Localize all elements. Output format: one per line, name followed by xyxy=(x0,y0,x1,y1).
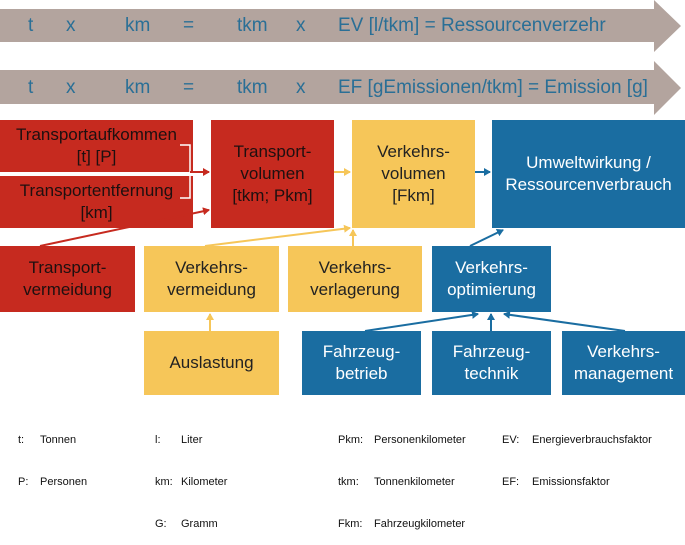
arrow-verkehrsoptimierung xyxy=(469,229,504,247)
formula-token: km xyxy=(125,15,151,36)
box-verkehrsverlagerung: Verkehrs- verlagerung xyxy=(288,246,422,312)
legend-key: tkm: xyxy=(338,476,359,488)
formula-token: = xyxy=(183,15,195,36)
legend-value: Energieverbrauchsfaktor xyxy=(532,434,652,446)
formula-arrow-2 xyxy=(0,61,681,115)
legend-value: Personen xyxy=(40,476,88,488)
legend-col-4: EV: Energieverbrauchsfaktor EF: Emissionsf… xyxy=(502,405,652,503)
legend-col-3: Pkm: Personenkilometer tkm: Tonnenkilomete… xyxy=(338,405,466,545)
formula-token: = xyxy=(183,77,195,98)
arrow-fahrzeugbetrieb xyxy=(364,310,479,332)
formula-token: x xyxy=(66,15,76,36)
box-transportentfernung: Transportentfernung [km] xyxy=(0,176,193,228)
legend-value: Fahrzeugkilometer xyxy=(374,518,466,530)
formula-token: km xyxy=(125,77,151,98)
arrow-verkehrsmanagement xyxy=(503,310,626,332)
legend-value: Tonnenkilometer xyxy=(374,476,455,488)
legend-value: Personenkilometer xyxy=(374,434,466,446)
legend-key: km: xyxy=(155,476,173,488)
formula-token: x xyxy=(296,77,306,98)
legend-value: Liter xyxy=(181,434,203,446)
formula-arrow-1 xyxy=(0,0,681,52)
arrow-verkehrsvermeidung xyxy=(204,224,351,247)
legend-value: Tonnen xyxy=(40,434,77,446)
legend-key: Fkm: xyxy=(338,518,363,530)
legend-key: l: xyxy=(155,434,161,446)
legend-key: EV: xyxy=(502,434,520,446)
box-fahrzeugtechnik: Fahrzeug- technik xyxy=(432,331,551,395)
box-auslastung: Auslastung xyxy=(144,331,279,395)
formula-token: t xyxy=(28,15,34,36)
legend-key: EF: xyxy=(502,476,520,488)
formula-token: x xyxy=(66,77,76,98)
legend-value: Gramm xyxy=(181,518,218,530)
box-umweltwirkung: Umweltwirkung / Ressourcenverbrauch xyxy=(492,120,685,228)
legend-value: Emissionsfaktor xyxy=(532,476,610,488)
box-verkehrsvermeidung: Verkehrs- vermeidung xyxy=(144,246,279,312)
legend-key: P: xyxy=(18,476,29,488)
formula-token: EV [l/tkm] = Ressourcenverzehr xyxy=(338,15,606,36)
legend-col-1: t: Tonnen P: Personen xyxy=(18,405,87,503)
formula-token: tkm xyxy=(237,77,268,98)
formula-arrow-shapes xyxy=(0,0,681,115)
box-fahrzeugbetrieb: Fahrzeug- betrieb xyxy=(302,331,421,395)
box-verkehrsmanagement: Verkehrs- management xyxy=(562,331,685,395)
formula-token: t xyxy=(28,77,34,98)
legend-value: Kilometer xyxy=(181,476,228,488)
box-transportvermeidung: Transport- vermeidung xyxy=(0,246,135,312)
legend-key: Pkm: xyxy=(338,434,364,446)
formula-token: x xyxy=(296,15,306,36)
formula-token: EF [gEmissionen/tkm] = Emission [g] xyxy=(338,77,648,98)
box-verkehrsvolumen: Verkehrs- volumen [Fkm] xyxy=(352,120,475,228)
legend-key: G: xyxy=(155,518,167,530)
box-verkehrsoptimierung: Verkehrs- optimierung xyxy=(432,246,551,312)
formula-token: tkm xyxy=(237,15,268,36)
box-transportaufkommen: Transportaufkommen [t] [P] xyxy=(0,120,193,172)
box-transportvolumen: Transport- volumen [tkm; Pkm] xyxy=(211,120,334,228)
legend-key: t: xyxy=(18,434,25,446)
legend-col-2: l: Liter km: Kilometer G: Gramm xyxy=(155,405,227,545)
